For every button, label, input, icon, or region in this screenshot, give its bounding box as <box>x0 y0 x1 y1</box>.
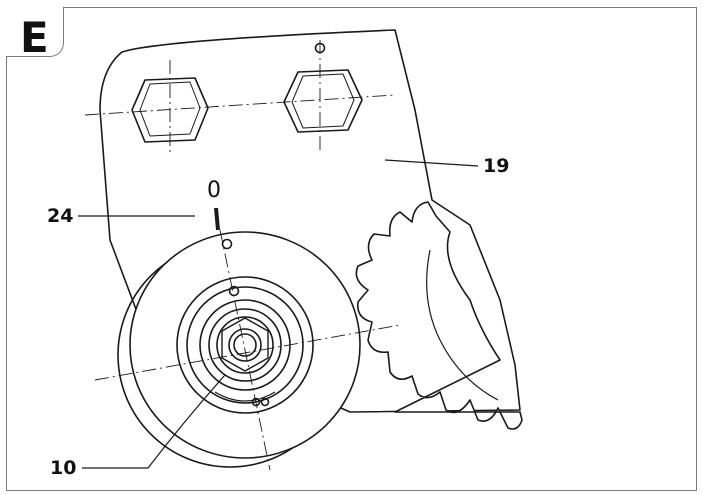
timing-mark <box>214 207 220 231</box>
sprocket <box>355 201 523 430</box>
timing-mark-label: 0 <box>207 178 221 203</box>
leader-10 <box>82 374 226 469</box>
leader-19 <box>384 159 479 167</box>
section-letter: E <box>20 13 49 62</box>
callout-24: 24 <box>47 205 74 227</box>
pulley-wheel <box>129 231 361 459</box>
center-nut <box>221 317 269 372</box>
section-tab: E <box>6 7 64 62</box>
callout-10: 10 <box>50 457 77 479</box>
center-hub <box>228 328 262 362</box>
callout-19: 19 <box>483 155 510 177</box>
